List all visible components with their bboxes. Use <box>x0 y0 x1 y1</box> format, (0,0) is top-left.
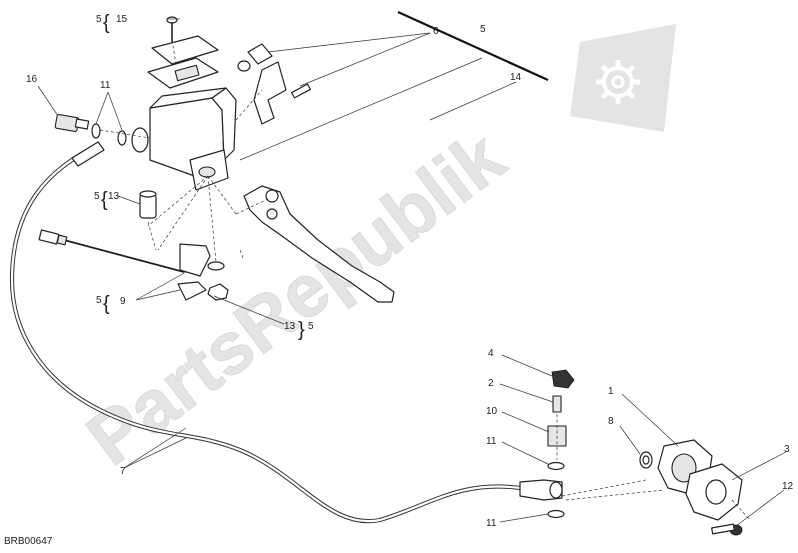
bleed-valve-2 <box>552 395 562 413</box>
callout-7: 7 <box>120 466 126 477</box>
callout-16: 16 <box>26 74 38 85</box>
callout-11-mid: 11 <box>486 436 497 447</box>
callout-9: 9 <box>120 296 126 307</box>
callout-10: 10 <box>486 406 498 417</box>
callout-13: 13 <box>108 191 120 202</box>
leader-lines <box>37 18 787 527</box>
banjo-fitting <box>519 479 563 501</box>
washer-11-bot <box>547 509 565 519</box>
bleed-cap-4 <box>551 369 575 389</box>
callout-8: 8 <box>608 416 614 427</box>
master-cylinder <box>131 87 237 191</box>
screw-15 <box>166 16 178 42</box>
callout-13-right: 13 <box>284 321 296 332</box>
cover-3 <box>685 463 743 521</box>
switch-cable <box>38 229 185 273</box>
clutch-lever-14 <box>243 185 395 303</box>
nut-13 <box>207 261 229 301</box>
washer-11-top-b <box>117 130 127 146</box>
callout-12: 12 <box>782 481 794 492</box>
callout-6: 6 <box>433 26 439 37</box>
group-ref-15: 5 <box>96 14 102 25</box>
washer-11-top-a <box>91 123 101 139</box>
assembly-guides <box>99 39 751 521</box>
callout-15: 15 <box>116 14 128 25</box>
microswitch-9 <box>177 243 211 301</box>
callout-2: 2 <box>488 378 494 389</box>
callout-5-bar: 5 <box>480 24 486 35</box>
seal-8 <box>639 451 653 469</box>
group-ref-9: 5 <box>96 295 102 306</box>
watermark: PartsRepublik <box>71 24 676 481</box>
callout-11-bot: 11 <box>486 518 497 529</box>
callouts: 5 { 15 6 14 16 11 5 { 13 5 { 9 13 } 5 4 … <box>4 12 794 547</box>
group-bar <box>397 10 549 82</box>
callout-3: 3 <box>784 444 790 455</box>
group-ref-13-right: 5 <box>308 321 314 332</box>
group-ref-13: 5 <box>94 191 100 202</box>
callout-11-top: 11 <box>100 80 111 91</box>
bolt-12 <box>711 523 743 536</box>
clutch-hose <box>9 141 547 524</box>
pivot-bolt-13 <box>139 190 157 219</box>
brace-15: { <box>103 12 110 34</box>
handlebar-clamp-6 <box>237 43 311 125</box>
union-10 <box>547 414 567 460</box>
reservoir-cap <box>147 35 219 89</box>
gear-icon <box>570 24 676 132</box>
drawing-code: BRB00647 <box>4 536 53 547</box>
callout-1: 1 <box>608 386 614 397</box>
callout-14: 14 <box>510 72 522 83</box>
brace-9: { <box>103 293 110 315</box>
banjo-bolt-16 <box>54 113 90 133</box>
callout-4: 4 <box>488 348 494 359</box>
washer-11-mid <box>547 461 565 471</box>
brace-13: { <box>101 189 108 211</box>
brace-13-right: } <box>298 319 305 341</box>
